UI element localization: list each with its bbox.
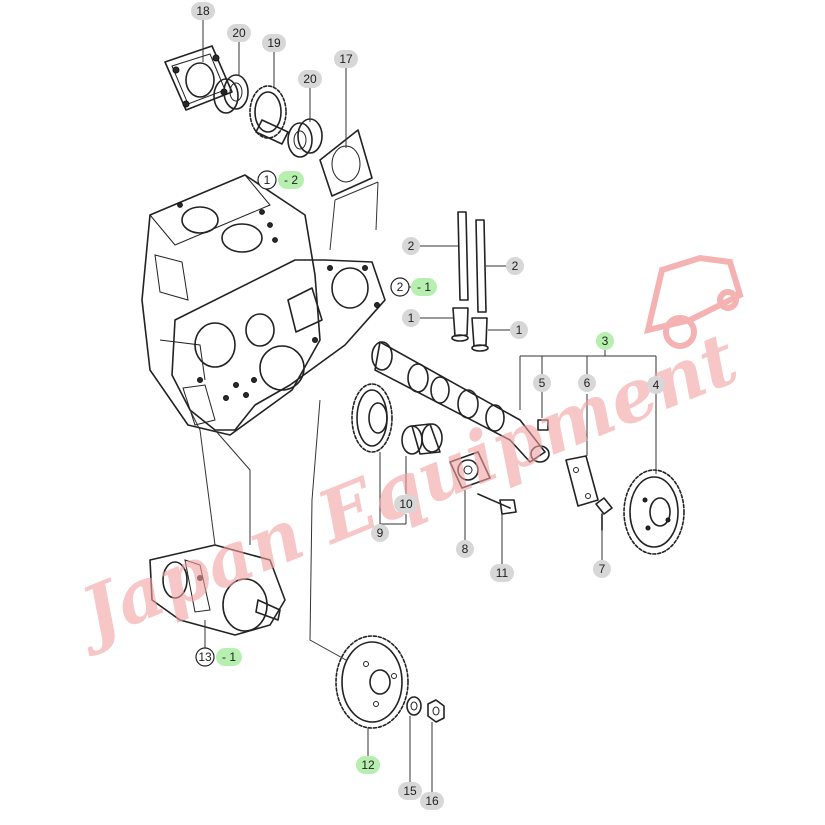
callout-number: 2	[408, 239, 415, 253]
callout-c20b: 20	[298, 70, 322, 88]
callout-c5: 5	[533, 374, 551, 392]
callout-number: 7	[599, 562, 606, 576]
callout-c1-2: 1 - 2	[257, 170, 304, 190]
washer-15	[406, 696, 422, 716]
bearing-20-lower	[287, 118, 323, 158]
callout-number: 4	[653, 378, 660, 392]
callout-c18: 18	[191, 2, 215, 20]
callout-number: 1	[264, 173, 271, 187]
callout-c15: 15	[398, 782, 422, 800]
engine-block	[141, 174, 321, 436]
crank-gear-12	[335, 635, 409, 729]
callout-number: 5	[539, 376, 546, 390]
callout-c16: 16	[420, 792, 444, 810]
tappets-1	[451, 307, 489, 352]
callout-c9: 9	[371, 524, 389, 542]
callout-c12: 12	[356, 756, 380, 774]
nut-16	[427, 699, 445, 723]
callout-number: 18	[196, 4, 210, 18]
oil-pump-13	[149, 544, 286, 636]
camshaft-3	[371, 341, 550, 463]
callout-number: 11	[496, 566, 509, 580]
idler-gear-19	[249, 85, 289, 145]
callout-suffix: - 1	[417, 280, 431, 294]
callout-number: 19	[267, 36, 281, 50]
callout-number: 10	[399, 497, 413, 511]
callout-number: 8	[462, 542, 469, 556]
callout-number: 1	[516, 323, 523, 337]
callout-c2-1: 2 - 1	[390, 277, 437, 297]
callout-c2a: 2	[402, 237, 420, 255]
callout-suffix: - 2	[284, 173, 298, 187]
callout-c4: 4	[647, 376, 665, 394]
plate-6	[565, 455, 599, 507]
callout-c1b: 1	[510, 321, 528, 339]
callout-suffix: - 1	[222, 650, 236, 664]
callout-c20a: 20	[227, 24, 251, 42]
tractor-logo	[643, 254, 744, 349]
callout-number: 9	[377, 526, 384, 540]
bushing-10	[401, 423, 443, 455]
callout-c1a: 1	[402, 309, 420, 327]
callout-number: 2	[512, 259, 519, 273]
callout-number: 6	[584, 376, 591, 390]
key-5	[537, 419, 549, 431]
bolt-11	[477, 493, 517, 515]
callout-number: 12	[361, 758, 375, 772]
cover-plate-18	[164, 45, 233, 111]
callout-c8: 8	[456, 540, 474, 558]
callout-number: 2	[397, 280, 404, 294]
callout-number: 13	[198, 650, 212, 664]
callout-c7: 7	[593, 560, 611, 578]
watermark-text: Japan Equipment	[58, 315, 748, 660]
bearing-20-upper	[213, 74, 249, 114]
callout-number: 15	[403, 784, 417, 798]
callout-c17: 17	[334, 50, 358, 68]
callout-c3: 3	[596, 332, 614, 350]
callout-number: 16	[425, 794, 439, 808]
callout-c10: 10	[394, 495, 418, 513]
cam-gear-9	[351, 383, 393, 453]
thrust-plate-8	[449, 451, 491, 489]
callout-c2b: 2	[506, 257, 524, 275]
callout-c6: 6	[578, 374, 596, 392]
push-rods-2	[457, 211, 487, 313]
gear-case-plate	[171, 259, 386, 431]
callout-number: 17	[339, 52, 353, 66]
callout-c11: 11	[490, 564, 514, 582]
callout-c13-1: 13 - 1	[195, 647, 242, 667]
callout-number: 20	[303, 72, 317, 86]
bolt-7	[595, 497, 613, 531]
callout-number: 1	[408, 311, 415, 325]
callout-number: 3	[602, 334, 609, 348]
callout-c19: 19	[262, 34, 286, 52]
injection-gear-4	[623, 469, 685, 555]
callout-number: 20	[232, 26, 246, 40]
